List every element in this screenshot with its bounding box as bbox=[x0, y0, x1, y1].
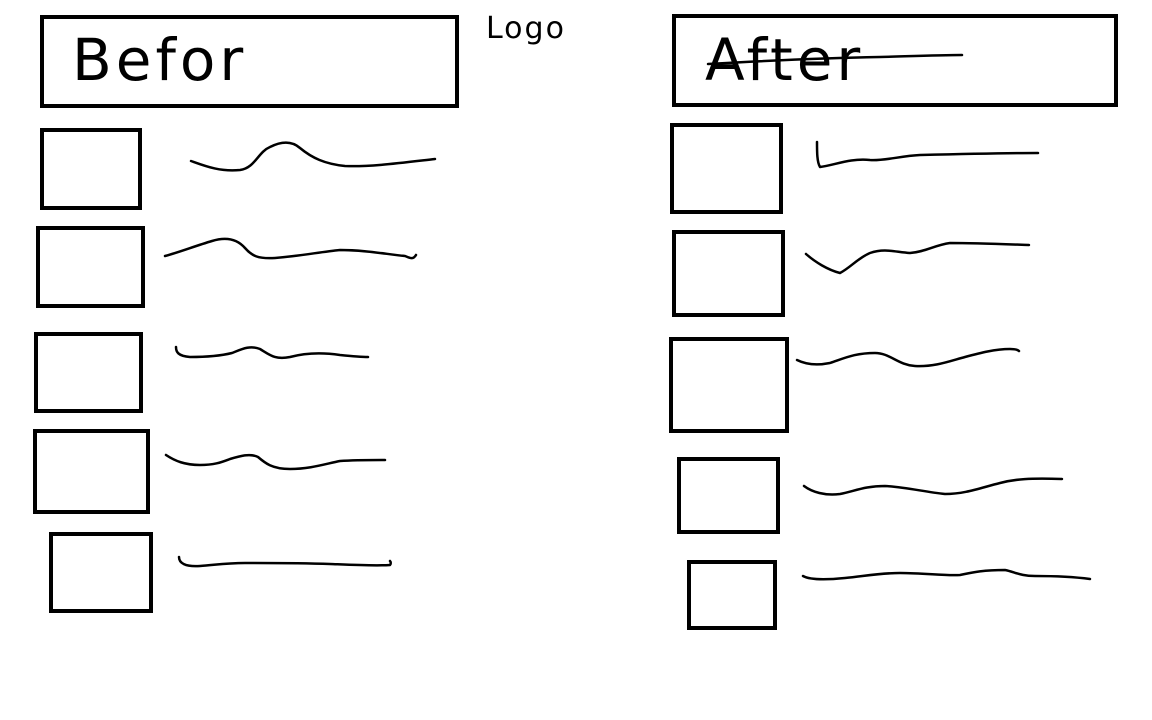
after-row-5-text-line bbox=[801, 568, 1092, 581]
after-row-2-text-line bbox=[804, 241, 1031, 275]
after-row-4-text-line bbox=[802, 477, 1064, 496]
after-row-3-image-placeholder bbox=[669, 337, 789, 433]
after-title-strikethrough bbox=[706, 53, 964, 66]
before-row-5-image-placeholder bbox=[49, 532, 153, 613]
after-row-2-image-placeholder bbox=[672, 230, 785, 317]
before-row-1-image-placeholder bbox=[40, 128, 142, 210]
before-row-4-text-line bbox=[164, 453, 387, 471]
after-row-1-image-placeholder bbox=[670, 123, 783, 214]
after-row-5-image-placeholder bbox=[687, 560, 777, 630]
before-title: Befor bbox=[72, 26, 247, 94]
after-row-1-text-line bbox=[815, 140, 1040, 169]
after-row-3-text-line bbox=[795, 347, 1021, 368]
before-row-2-image-placeholder bbox=[36, 226, 145, 308]
before-row-3-text-line bbox=[174, 345, 370, 360]
before-row-2-text-line bbox=[163, 237, 418, 260]
after-title-box bbox=[672, 14, 1118, 107]
logo-label: Logo bbox=[486, 11, 566, 46]
after-row-4-image-placeholder bbox=[677, 457, 780, 534]
before-row-3-image-placeholder bbox=[34, 332, 143, 413]
before-panel: Befor bbox=[33, 15, 459, 613]
before-title-box bbox=[40, 15, 459, 108]
before-row-5-text-line bbox=[177, 555, 392, 568]
after-panel: After bbox=[669, 14, 1118, 630]
before-row-1-text-line bbox=[189, 141, 437, 172]
before-row-4-image-placeholder bbox=[33, 429, 150, 514]
